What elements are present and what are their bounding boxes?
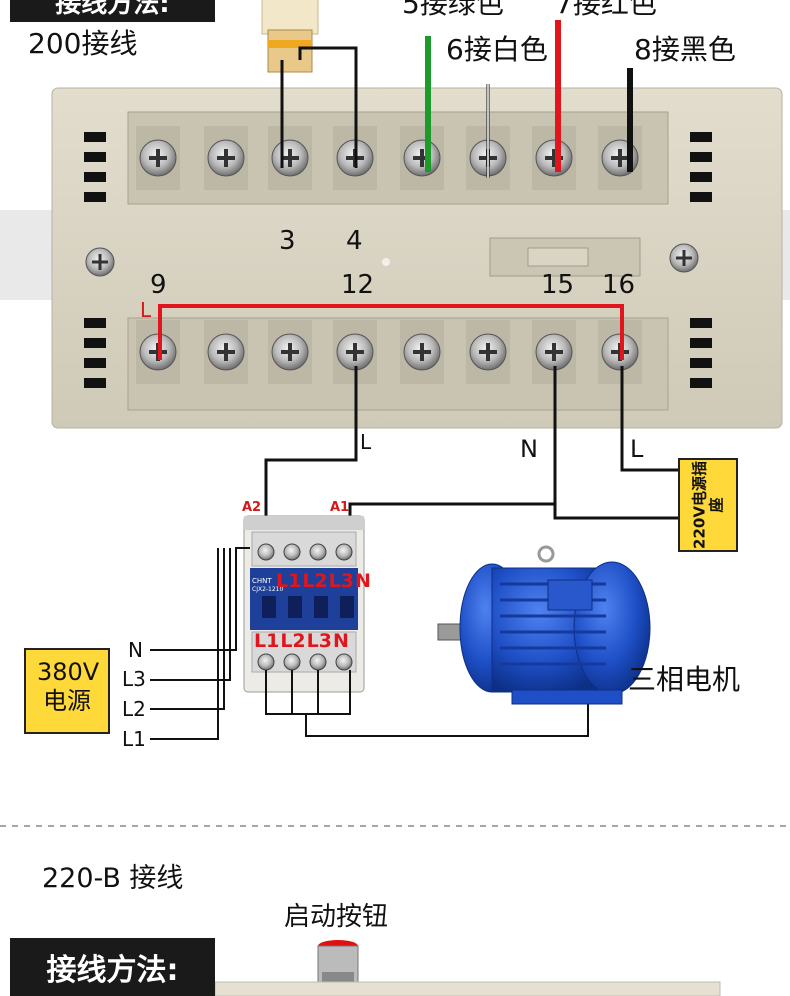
wire-button-4 — [298, 46, 358, 168]
power-380-label: 380V电源 — [37, 658, 100, 715]
indicator-dot — [382, 258, 390, 266]
contactor-body — [243, 515, 365, 693]
wire-label-8: 8接黑色 — [634, 33, 736, 66]
terminal-9: 9 — [150, 270, 167, 300]
start-button-label: 启动按钮 — [284, 902, 389, 932]
motor-illustration — [437, 545, 651, 705]
wire-380-L1 — [150, 548, 219, 740]
N-label-mid: N — [520, 435, 538, 463]
terminal-16: 16 — [602, 270, 636, 300]
line-380-L2: L2 — [122, 697, 146, 721]
contactor-top-phases: L1 L2 L3 N — [276, 570, 371, 592]
model-label-200: 200接线 — [28, 27, 138, 60]
terminal-3: 3 — [279, 226, 296, 256]
L-label-right: L — [630, 435, 644, 463]
red-L-label: L — [140, 298, 152, 322]
mount-screw-right — [669, 243, 699, 273]
wire-380-L2 — [150, 548, 225, 710]
phase-top-1: L1 — [276, 570, 302, 592]
line-380-L3: L3 — [122, 667, 146, 691]
phase-top-3: L3 — [328, 570, 354, 592]
contactor-A1: A1 — [330, 500, 350, 515]
bottom-panel-edge — [214, 981, 721, 996]
wire-12-to-A2 — [264, 366, 358, 532]
wire-380-N — [150, 547, 250, 651]
push-button-bottom — [317, 940, 359, 983]
wire-N-to-A1 — [348, 502, 555, 532]
wire-16-L — [620, 366, 678, 472]
contactor-A2: A2 — [242, 500, 262, 515]
terminal-4: 4 — [346, 226, 363, 256]
model-label-220b: 220-B 接线 — [42, 863, 184, 894]
phase-bottom-4: N — [332, 630, 349, 652]
wire-380-L3 — [150, 548, 231, 681]
contactor-bottom-phases: L1 L2 L3 N — [254, 630, 349, 652]
motor-label: 三相电机 — [628, 663, 741, 696]
header-tab-2: 接线方法: — [10, 938, 215, 996]
terminal-15: 15 — [541, 270, 575, 300]
phase-bottom-3: L3 — [306, 630, 332, 652]
power-220-label: 220V电源插座 — [690, 461, 726, 549]
terminal-12: 12 — [341, 270, 375, 300]
mount-screw-left — [85, 247, 115, 277]
vent-slots — [84, 132, 712, 388]
bottom-screws — [136, 320, 642, 384]
line-380-N: N — [128, 638, 143, 662]
wire-ct-bottom — [265, 670, 351, 715]
phase-bottom-2: L2 — [280, 630, 306, 652]
contactor-brand: CHNT — [252, 577, 272, 585]
wire-label-6: 6接白色 — [446, 33, 548, 66]
wire-red-bridge — [158, 304, 624, 360]
header-tab: 接线方法: — [10, 0, 215, 22]
wire-15-N — [553, 366, 678, 520]
L-label-mid: L — [360, 430, 372, 454]
power-220-box: 220V电源插座 — [678, 458, 738, 552]
phase-top-2: L2 — [302, 570, 328, 592]
phase-top-4: N — [354, 570, 371, 592]
line-380-L1: L1 — [122, 727, 146, 751]
contactor-model: CJX2-1210 — [252, 586, 284, 593]
wire-label-5: 5接绿色 — [402, 0, 504, 20]
phase-bottom-1: L1 — [254, 630, 280, 652]
power-380-box: 380V电源 — [24, 648, 110, 734]
push-button-top — [261, 0, 319, 73]
wire-label-7: 7接红色 — [555, 0, 657, 20]
